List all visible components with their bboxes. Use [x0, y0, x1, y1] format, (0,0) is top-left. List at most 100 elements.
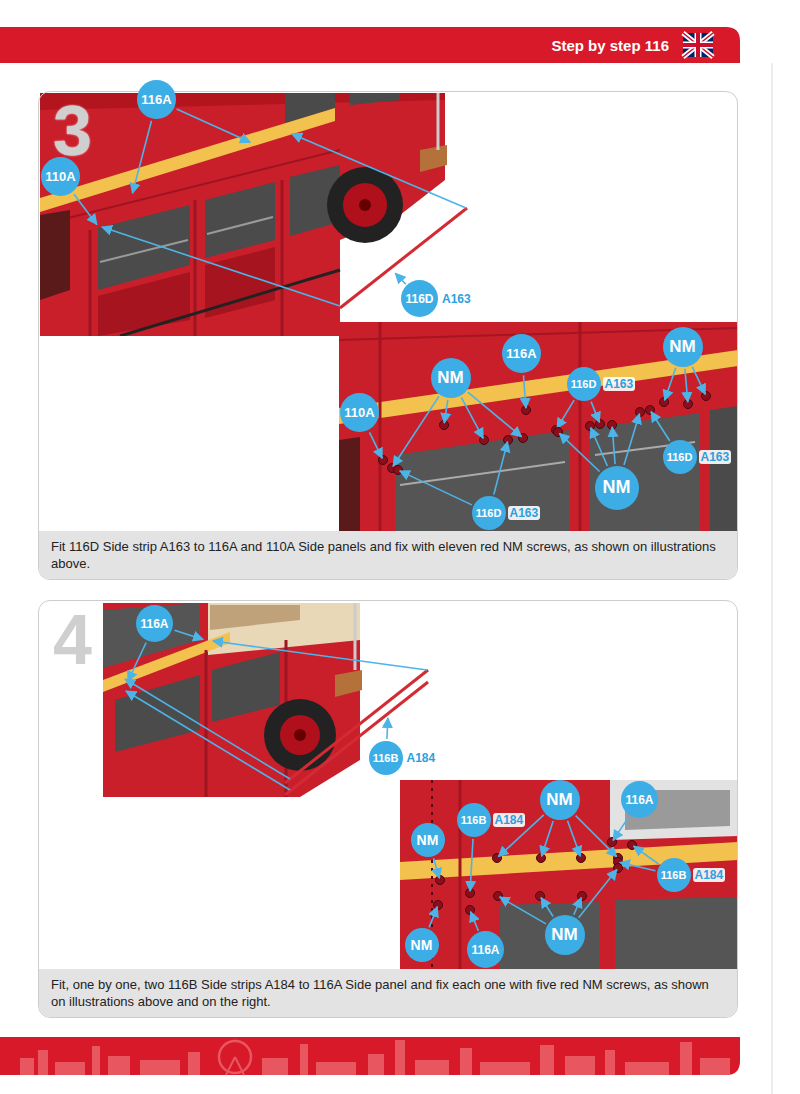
- callout: 116BA184: [657, 858, 726, 892]
- callout-number: 116B: [657, 858, 691, 892]
- illustration-path: [683, 33, 713, 57]
- illustration-polygon: [350, 93, 400, 105]
- leader-line: [177, 109, 251, 142]
- callout: 116DA163: [663, 440, 732, 474]
- illustration-line: [771, 63, 773, 1094]
- illustration-polygon: [590, 413, 700, 532]
- leader-line: [74, 194, 97, 224]
- callout-number: 116D: [401, 280, 438, 317]
- screw-hole: [494, 892, 503, 901]
- illustration-rect: [339, 322, 738, 532]
- callout-number: NM: [545, 915, 585, 955]
- leader-line: [634, 846, 659, 864]
- illustration-rect: [625, 1062, 669, 1075]
- leader-line: [542, 821, 554, 856]
- part-code: A184: [493, 813, 526, 827]
- leader-line: [393, 396, 439, 466]
- screw-hole: [586, 422, 595, 431]
- illustration-line: [379, 322, 382, 532]
- illustration-polygon: [212, 652, 280, 722]
- screw-hole: [394, 466, 403, 475]
- screw-hole: [596, 420, 605, 429]
- callout-number: 116A: [137, 80, 176, 119]
- illustration-circle: [327, 167, 403, 243]
- illustration-polygon: [610, 780, 738, 840]
- leader-line: [468, 392, 522, 437]
- callout-number: NM: [663, 327, 703, 367]
- leader-line: [665, 368, 676, 400]
- leader-line: [579, 870, 617, 918]
- illustration-rect: [700, 1058, 730, 1075]
- illustration-path: [683, 33, 713, 57]
- caption-band: Fit, one by one, two 116B Side strips A1…: [39, 969, 737, 1017]
- leader-line: [524, 375, 526, 408]
- callout: NM: [411, 823, 445, 857]
- illustration-g: [400, 780, 738, 970]
- illustration-rect: [262, 1058, 288, 1075]
- illustration-line: [102, 227, 340, 306]
- illustration-polygon: [115, 675, 200, 752]
- callout: 116BA184: [369, 741, 438, 775]
- callout: NM: [663, 327, 703, 367]
- illustration-rect: [140, 1060, 180, 1075]
- illustration-line: [285, 682, 428, 795]
- illustration-rect: [368, 1054, 384, 1075]
- callout-number: NM: [431, 358, 471, 398]
- callout-number: 116A: [136, 605, 173, 642]
- callout: 116BA184: [457, 803, 526, 837]
- illustration-polygon: [205, 182, 275, 258]
- leader-line: [128, 643, 146, 682]
- leader-line: [624, 414, 639, 465]
- illustration-g: [683, 33, 713, 57]
- callout-number: 116D: [567, 367, 601, 401]
- illustration-polygon: [40, 93, 445, 110]
- leader-line: [692, 367, 705, 394]
- callout-number: NM: [405, 928, 439, 962]
- illustration-polygon: [615, 897, 738, 970]
- illustration-line: [194, 200, 197, 336]
- leader-line: [470, 839, 473, 891]
- leader-line: [400, 471, 472, 505]
- illustration-line: [89, 230, 92, 336]
- leader-line: [133, 121, 152, 193]
- illustration-line: [125, 679, 290, 779]
- illustration-line: [437, 93, 440, 150]
- caption-band: Fit 116D Side strip A163 to 116A and 110…: [39, 531, 737, 579]
- illustration-g: [20, 1040, 730, 1075]
- leader-line: [461, 397, 483, 438]
- callout: 110A: [340, 393, 379, 432]
- screw-hole: [702, 392, 711, 401]
- illustration-path: [683, 33, 713, 57]
- callout: NM: [431, 358, 471, 398]
- screw-hole: [536, 892, 545, 901]
- screw-hole: [466, 906, 475, 915]
- callout-number: 116D: [472, 496, 506, 530]
- callout-number: 116B: [457, 803, 491, 837]
- illustration-line: [126, 691, 290, 790]
- illustration-polygon: [40, 93, 445, 336]
- callout: 110A: [41, 157, 80, 196]
- page-title: Step by step 116: [551, 37, 669, 55]
- leader-line: [620, 863, 656, 871]
- illustration-line: [579, 322, 582, 532]
- leader-line: [568, 821, 581, 856]
- illustration-line: [207, 217, 273, 234]
- callout: 116DA163: [472, 496, 541, 530]
- callout-number: 116B: [369, 741, 403, 775]
- illustration-polygon: [40, 210, 70, 300]
- illustration-polygon: [395, 430, 570, 532]
- callout: NM: [545, 915, 585, 955]
- leader-line: [576, 816, 617, 857]
- leader-line: [574, 898, 581, 915]
- illustration-rect: [460, 1048, 472, 1075]
- screw-hole: [660, 398, 669, 407]
- illustration-rect: [480, 1062, 530, 1075]
- illustration-line: [213, 641, 427, 670]
- callout-number: NM: [540, 780, 580, 820]
- callout-number: 116A: [621, 781, 658, 818]
- leader-line: [370, 432, 383, 458]
- leader-line: [471, 912, 479, 931]
- illustration-polygon: [339, 437, 360, 532]
- callout-number: NM: [411, 823, 445, 857]
